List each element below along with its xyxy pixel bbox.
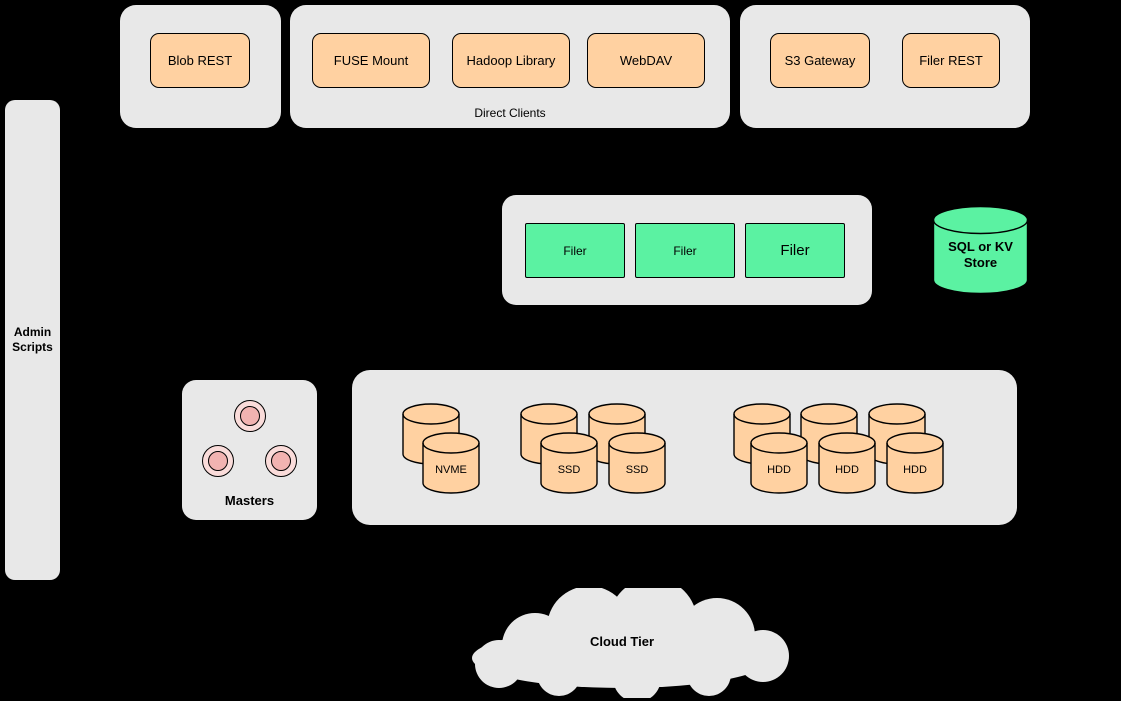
master-node-icon <box>202 445 234 477</box>
hdd-label: HDD <box>767 464 791 476</box>
webdav-node: WebDAV <box>587 33 705 88</box>
master-node-icon <box>265 445 297 477</box>
filer-node: Filer <box>745 223 845 278</box>
sql-kv-store-cylinder: SQL or KV Store <box>932 205 1029 295</box>
filer-node: Filer <box>635 223 735 278</box>
filer-rest-node: Filer REST <box>902 33 1000 88</box>
volume-servers-panel: NVME SSD SSD <box>352 370 1017 525</box>
direct-clients-group: FUSE Mount Hadoop Library WebDAV Direct … <box>290 5 730 128</box>
ssd-label: SSD <box>625 464 649 476</box>
filer-panel: Filer Filer Filer <box>502 195 872 305</box>
ssd-label: SSD <box>557 464 581 476</box>
hdd-cylinder: HDD <box>750 432 808 494</box>
ssd-cylinder: SSD <box>608 432 666 494</box>
hdd-label: HDD <box>903 464 927 476</box>
disk-cylinder-icon <box>818 432 876 494</box>
blob-client-group: Blob REST <box>120 5 281 128</box>
nvme-label: NVME <box>435 464 467 476</box>
gateway-group: S3 Gateway Filer REST <box>740 5 1030 128</box>
hadoop-library-node: Hadoop Library <box>452 33 570 88</box>
masters-panel: Masters <box>182 380 317 520</box>
hdd-cylinder: HDD <box>886 432 944 494</box>
direct-clients-caption: Direct Clients <box>474 106 546 120</box>
filer-node: Filer <box>525 223 625 278</box>
s3-gateway-node: S3 Gateway <box>770 33 870 88</box>
master-node-icon <box>234 400 266 432</box>
hdd-cylinder: HDD <box>818 432 876 494</box>
disk-cylinder-icon <box>886 432 944 494</box>
cloud-tier-label: Cloud Tier <box>589 634 655 649</box>
masters-label: Masters <box>224 493 275 508</box>
disk-cylinder-icon <box>608 432 666 494</box>
database-cylinder-icon <box>932 205 1029 295</box>
nvme-cylinder: NVME <box>422 432 480 494</box>
blob-rest-node: Blob REST <box>150 33 250 88</box>
ssd-cylinder: SSD <box>540 432 598 494</box>
cloud-tier: Cloud Tier <box>437 578 807 701</box>
disk-cylinder-icon <box>750 432 808 494</box>
admin-scripts-label: Admin Scripts <box>12 325 53 354</box>
cloud-icon <box>472 578 789 701</box>
hdd-label: HDD <box>835 464 859 476</box>
disk-cylinder-icon <box>540 432 598 494</box>
admin-scripts-panel: Admin Scripts <box>5 100 60 580</box>
sql-kv-store-label: SQL or KV Store <box>948 239 1013 271</box>
disk-cylinder-icon <box>422 432 480 494</box>
fuse-mount-node: FUSE Mount <box>312 33 430 88</box>
